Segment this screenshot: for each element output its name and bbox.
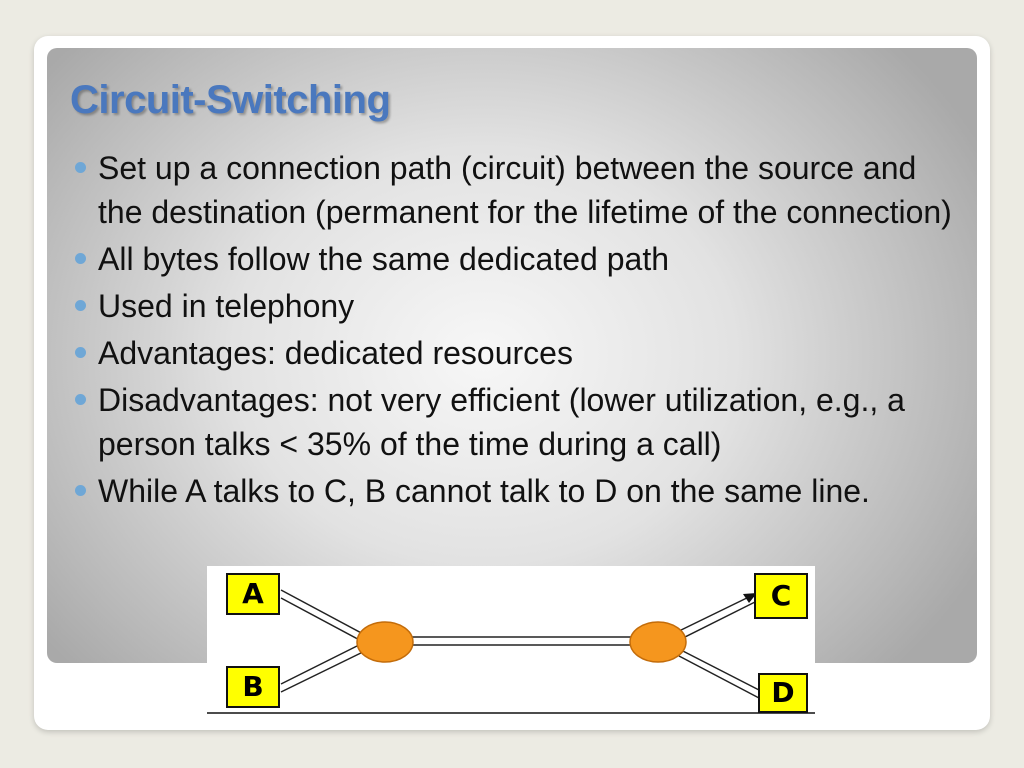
link-a-switch	[280, 589, 368, 645]
bullet-dot-icon	[75, 300, 86, 311]
bullet-item: Advantages: dedicated resources	[74, 331, 964, 375]
bullet-text: Set up a connection path (circuit) betwe…	[98, 150, 952, 230]
bullet-text: Advantages: dedicated resources	[98, 335, 573, 371]
node-b-box	[226, 666, 280, 708]
left-switch	[356, 621, 414, 663]
node-d-box	[758, 673, 808, 713]
link-switch-d	[676, 647, 760, 699]
right-switch	[629, 621, 687, 663]
link-switch-c	[676, 593, 756, 641]
bullet-text: All bytes follow the same dedicated path	[98, 241, 669, 277]
bullet-dot-icon	[75, 253, 86, 264]
node-d-label: D	[771, 676, 794, 709]
diagram-background	[207, 566, 815, 716]
bullet-item: Used in telephony	[74, 284, 964, 328]
arrow-to-c-icon	[743, 593, 757, 603]
bullet-dot-icon	[75, 347, 86, 358]
node-a-box	[226, 573, 280, 615]
bullet-item: All bytes follow the same dedicated path	[74, 237, 964, 281]
bullet-dot-icon	[75, 394, 86, 405]
bullet-text: While A talks to C, B cannot talk to D o…	[98, 473, 870, 509]
node-c-box	[754, 573, 808, 619]
node-c-label: C	[771, 579, 792, 612]
node-b-label: B	[242, 670, 263, 703]
bullet-item: While A talks to C, B cannot talk to D o…	[74, 469, 964, 513]
bullet-item: Disadvantages: not very efficient (lower…	[74, 378, 964, 466]
content-panel	[47, 48, 977, 663]
bullet-item: Set up a connection path (circuit) betwe…	[74, 146, 964, 234]
node-a-label: A	[242, 577, 264, 610]
bullet-text: Disadvantages: not very efficient (lower…	[98, 382, 905, 462]
slide-title: Circuit-Switching	[70, 78, 391, 122]
bullet-dot-icon	[75, 485, 86, 496]
bullet-list: Set up a connection path (circuit) betwe…	[74, 146, 964, 516]
circuit-diagram: A B C D	[207, 566, 815, 716]
bullet-text: Used in telephony	[98, 288, 355, 324]
bullet-dot-icon	[75, 162, 86, 173]
link-b-switch	[280, 641, 368, 693]
